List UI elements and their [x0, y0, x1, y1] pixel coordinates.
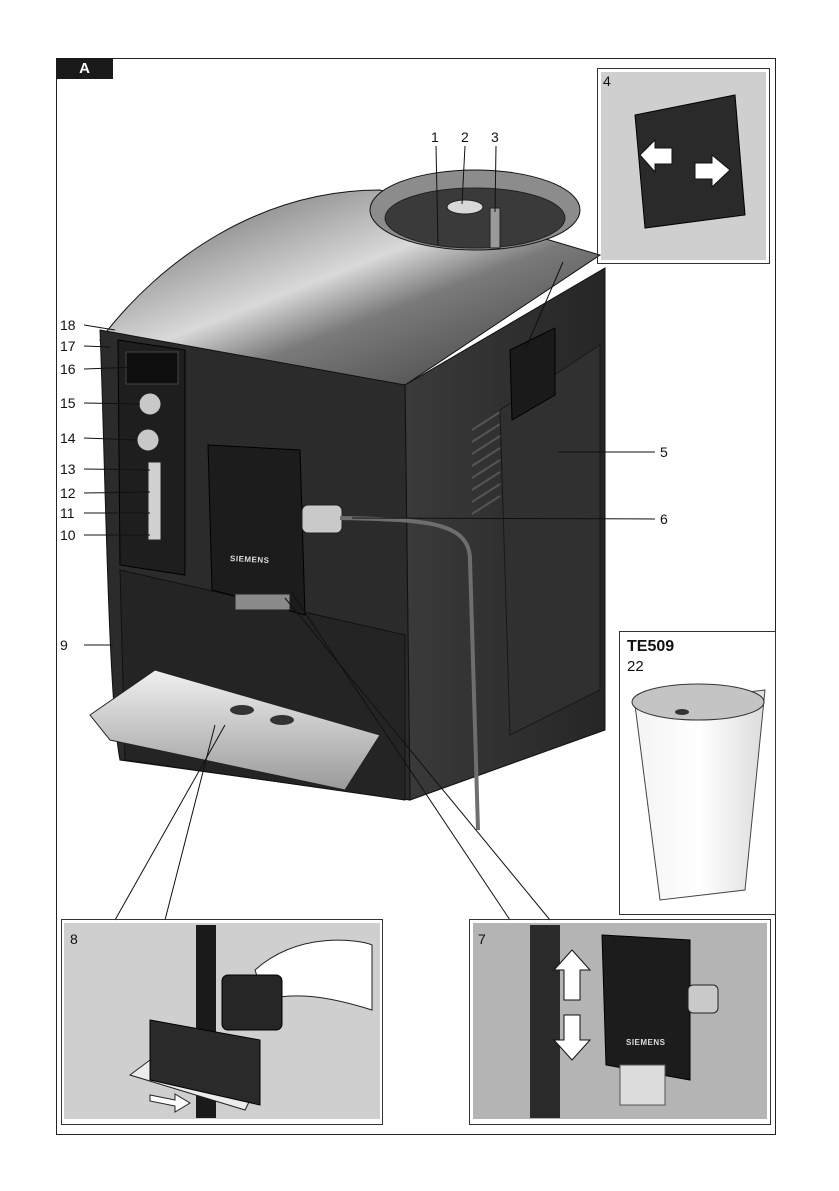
callout-7: 7 [478, 932, 486, 946]
callout-14: 14 [60, 431, 76, 445]
drip-tray-hole-1 [230, 705, 254, 715]
grind-setting-knob [490, 208, 500, 248]
callout-8: 8 [70, 932, 78, 946]
callout-6: 6 [660, 512, 668, 526]
accessory-part-number: 22 [627, 658, 644, 675]
callout-1: 1 [431, 130, 439, 144]
callout-15: 15 [60, 396, 76, 410]
drip-tray-hole-2 [270, 715, 294, 725]
callout-13: 13 [60, 462, 76, 476]
callout-18: 18 [60, 318, 76, 332]
outlet-nozzles [235, 594, 290, 610]
bean-container-lid-center [447, 200, 483, 214]
display-screen [126, 352, 178, 384]
knob-lower [137, 429, 159, 451]
callout-3: 3 [491, 130, 499, 144]
callout-2: 2 [461, 130, 469, 144]
accessory-model: TE509 [627, 638, 674, 656]
callout-10: 10 [60, 528, 76, 542]
inset-7-frame [469, 919, 771, 1125]
milk-connector [302, 505, 342, 533]
callout-5: 5 [660, 445, 668, 459]
inset-8-frame [61, 919, 383, 1125]
knob-upper [139, 393, 161, 415]
coffee-outlet [208, 445, 305, 615]
callout-12: 12 [60, 486, 76, 500]
callout-16: 16 [60, 362, 76, 376]
callout-17: 17 [60, 339, 76, 353]
callout-9: 9 [60, 638, 68, 652]
callout-4: 4 [603, 74, 611, 88]
bean-container-inner [385, 188, 565, 248]
button-strip [148, 462, 161, 540]
callout-11: 11 [60, 506, 75, 520]
inset-4-frame [597, 68, 770, 264]
